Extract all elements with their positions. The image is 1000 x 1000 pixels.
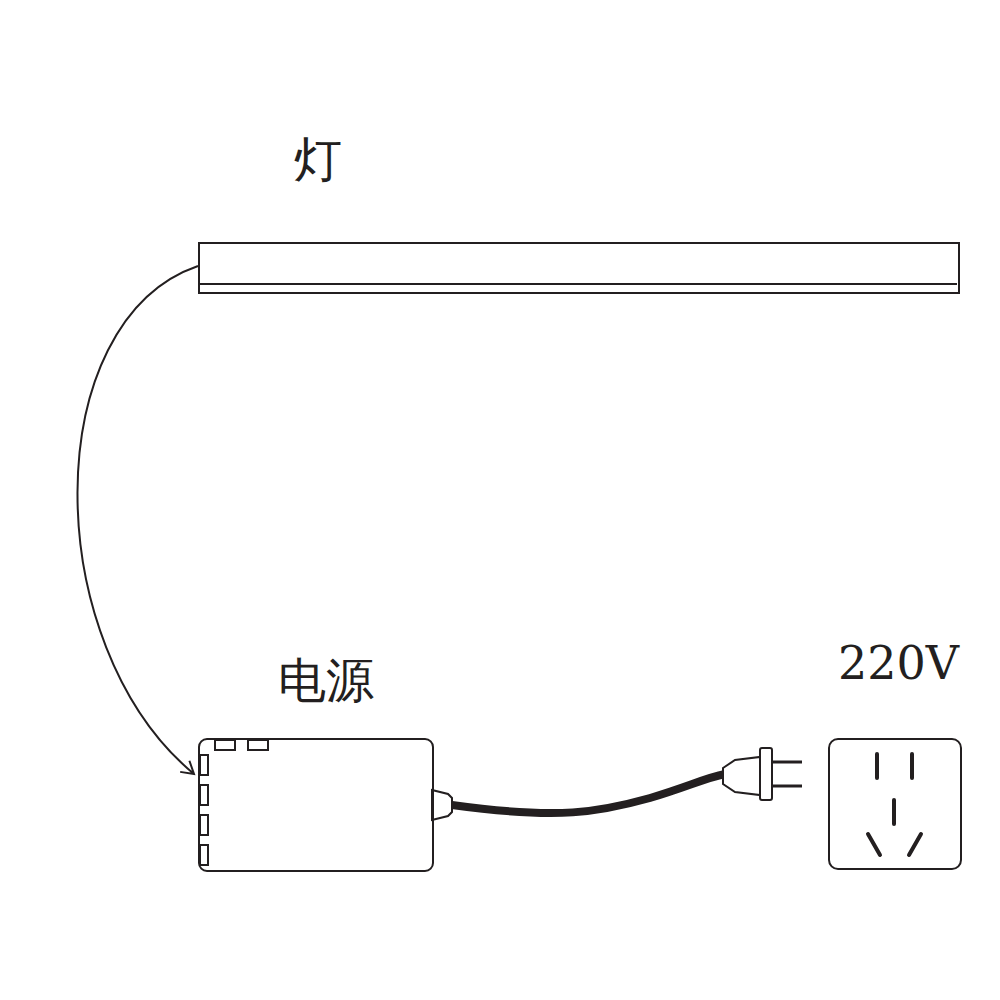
plug-pin [772,785,802,788]
lamp-bar-outline [198,242,960,294]
socket-slot [909,834,921,855]
node-label: 电源 [278,656,374,704]
bar-edge [200,283,957,285]
socket-slot [910,754,914,778]
wall-socket: 220V [828,636,962,870]
power-supply-outline [198,738,434,872]
wall-socket-outline [828,738,962,870]
port [215,740,235,750]
port [200,755,208,775]
port [200,845,208,865]
plug-body [723,757,760,795]
plug-pin [772,761,802,764]
plug-head [760,748,772,800]
port [200,785,208,805]
cable-gland [432,790,452,820]
socket-slot [868,834,880,855]
lamp-bar: 灯 [198,125,960,294]
port [248,740,268,750]
node-label: 220V [838,640,959,686]
socket-slot [892,800,896,824]
power-cable [452,774,725,813]
socket-slot [875,754,879,778]
connector-arrow [77,266,198,774]
node-label: 灯 [294,135,342,183]
power-supply: 电源 [198,650,434,872]
port [200,815,208,835]
